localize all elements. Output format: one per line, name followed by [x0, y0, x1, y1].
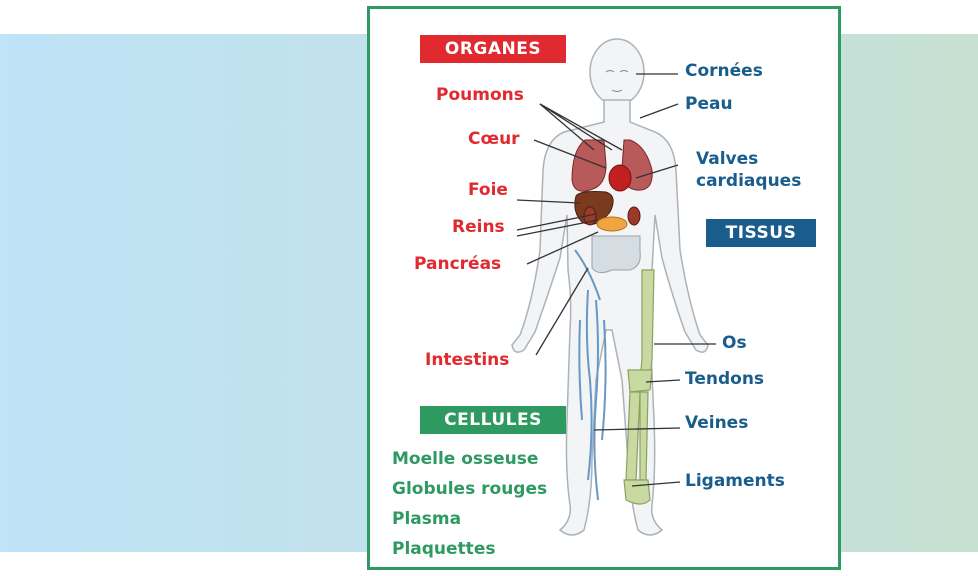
label-veins: Veines [685, 414, 748, 434]
label-liver: Foie [468, 181, 508, 201]
label-lungs: Poumons [436, 86, 524, 106]
label-pancreas: Pancréas [414, 255, 501, 275]
label-plasma: Plasma [392, 510, 461, 530]
tissues-heading: TISSUS [706, 219, 816, 247]
label-bone-marrow: Moelle osseuse [392, 450, 538, 470]
label-corneas: Cornées [685, 62, 763, 82]
label-platelets: Plaquettes [392, 540, 495, 560]
label-kidneys: Reins [452, 218, 505, 238]
label-ligaments: Ligaments [685, 472, 785, 492]
label-bones: Os [722, 334, 747, 354]
pancreas-drawing [597, 217, 627, 231]
label-valves-line1: Valves [696, 150, 758, 170]
organs-heading: ORGANES [420, 35, 566, 63]
label-valves-line2: cardiaques [696, 172, 801, 192]
cells-heading: CELLULES [420, 406, 566, 434]
body-silhouette [512, 39, 708, 535]
label-intestines: Intestins [425, 351, 509, 371]
label-red-blood-cells: Globules rouges [392, 480, 547, 500]
label-tendons: Tendons [685, 370, 764, 390]
label-heart: Cœur [468, 130, 520, 150]
label-skin: Peau [685, 95, 733, 115]
heart-drawing [609, 165, 631, 191]
intestines-drawing [592, 236, 640, 273]
